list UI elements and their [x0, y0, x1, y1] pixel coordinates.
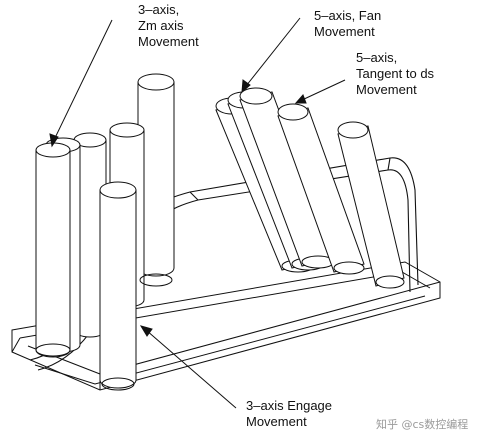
callout-zm-line-2: Zm axis — [138, 18, 184, 33]
callout-tangent-line-2: Tangent to ds — [356, 66, 435, 81]
tool-cylinder — [277, 103, 365, 275]
callout-zm-line-3: Movement — [138, 34, 199, 49]
callout-zm-line-1: 3–axis, — [138, 2, 179, 17]
callout-fan-line-2: Movement — [314, 24, 375, 39]
callout-tangent-line-1: 5–axis, — [356, 50, 397, 65]
tool-cylinder — [337, 121, 405, 289]
callout-tangent: 5–axis, Tangent to ds Movement — [356, 50, 435, 97]
tool-cylinder — [137, 73, 175, 277]
callout-fan: 5–axis, Fan Movement — [314, 8, 381, 39]
callout-tangent-line-3: Movement — [356, 82, 417, 97]
callout-engage-line-2: Movement — [246, 414, 307, 429]
watermark-text: 知乎 @cs数控编程 — [376, 417, 468, 431]
leader-lines — [49, 17, 346, 409]
tool-cylinder — [99, 181, 137, 389]
tool-group-5axis-fan — [215, 87, 335, 273]
tool-cylinder — [35, 142, 71, 358]
callout-engage: 3–axis Engage Movement — [246, 398, 332, 429]
callout-engage-line-1: 3–axis Engage — [246, 398, 332, 413]
callout-zm: 3–axis, Zm axis Movement — [138, 2, 199, 49]
tool-cylinder — [239, 87, 335, 269]
callout-fan-line-1: 5–axis, Fan — [314, 8, 381, 23]
tool-group-5axis-tangent — [277, 103, 405, 289]
part-base — [11, 261, 441, 391]
tool-group-3axis-zm — [35, 73, 175, 391]
